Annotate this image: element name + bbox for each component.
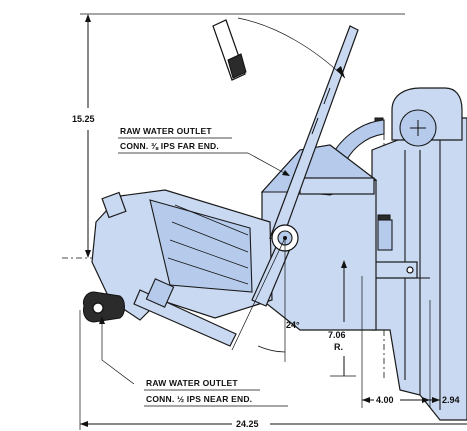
far-end-leader (247, 152, 289, 176)
overall-width-label: 24.25 (236, 419, 259, 429)
base-dimensions: 4.00 2.94 (361, 276, 460, 408)
near-end-leader (101, 318, 135, 385)
radius-value: 7.06 (328, 330, 346, 340)
near-outlet-port (92, 302, 104, 314)
heat-exchanger (374, 87, 463, 147)
throttle-handle-grip (227, 53, 247, 79)
right-offset-label: 2.94 (442, 395, 460, 405)
height-dimension: 15.25 (72, 13, 405, 258)
height-arrow-bottom (85, 250, 91, 258)
angle-arc (257, 345, 286, 353)
throttle-handle-alt (212, 17, 346, 81)
radius-unit: R. (334, 342, 343, 352)
pump-assembly (83, 189, 273, 347)
overall-width-dimension: 24.25 (79, 310, 467, 430)
coolant-hose (329, 119, 385, 167)
lever-rib-2 (311, 117, 319, 135)
width-arrow-left (80, 421, 88, 427)
height-label: 15.25 (72, 114, 95, 124)
pipe-coupling (145, 278, 175, 308)
radius-dimension: 7.06 R. (328, 260, 356, 377)
valve-stem (377, 219, 393, 251)
base-arrow-left (362, 397, 370, 403)
near-end-line1: RAW WATER OUTLET (146, 378, 238, 388)
swing-arrow-tip (336, 66, 345, 78)
pump-fins (167, 204, 249, 285)
near-end-callout: RAW WATER OUTLET CONN. ½ IPS NEAR END. (99, 316, 288, 407)
far-end-line1: RAW WATER OUTLET (120, 126, 212, 136)
mount-bolt-right (406, 266, 414, 274)
transmission-flange (299, 177, 375, 195)
pump-nozzle-shade (149, 199, 253, 293)
offset-arrow (432, 397, 440, 403)
angle-lever-line (231, 237, 286, 351)
radius-arrow-top (341, 260, 347, 268)
pump-top-fitting (101, 191, 127, 219)
far-end-leader-arrow (282, 170, 290, 176)
throttle-swing-arc (237, 17, 346, 79)
far-end-line2: CONN. ⅜ IPS FAR END. (120, 141, 219, 151)
near-end-line2: CONN. ½ IPS NEAR END. (146, 394, 252, 404)
near-outlet-fitting (83, 291, 125, 323)
height-arrow-top (85, 14, 91, 22)
near-end-leader-arrow (99, 316, 105, 324)
angle-dimension: 24° (231, 237, 300, 362)
far-end-callout: RAW WATER OUTLET CONN. ⅜ IPS FAR END. (118, 126, 290, 176)
angle-label: 24° (286, 320, 300, 330)
base-arrow-right (422, 397, 430, 403)
lever-rib-1 (323, 87, 331, 105)
gear-lever (251, 25, 359, 307)
base-width-label: 4.00 (376, 395, 394, 405)
